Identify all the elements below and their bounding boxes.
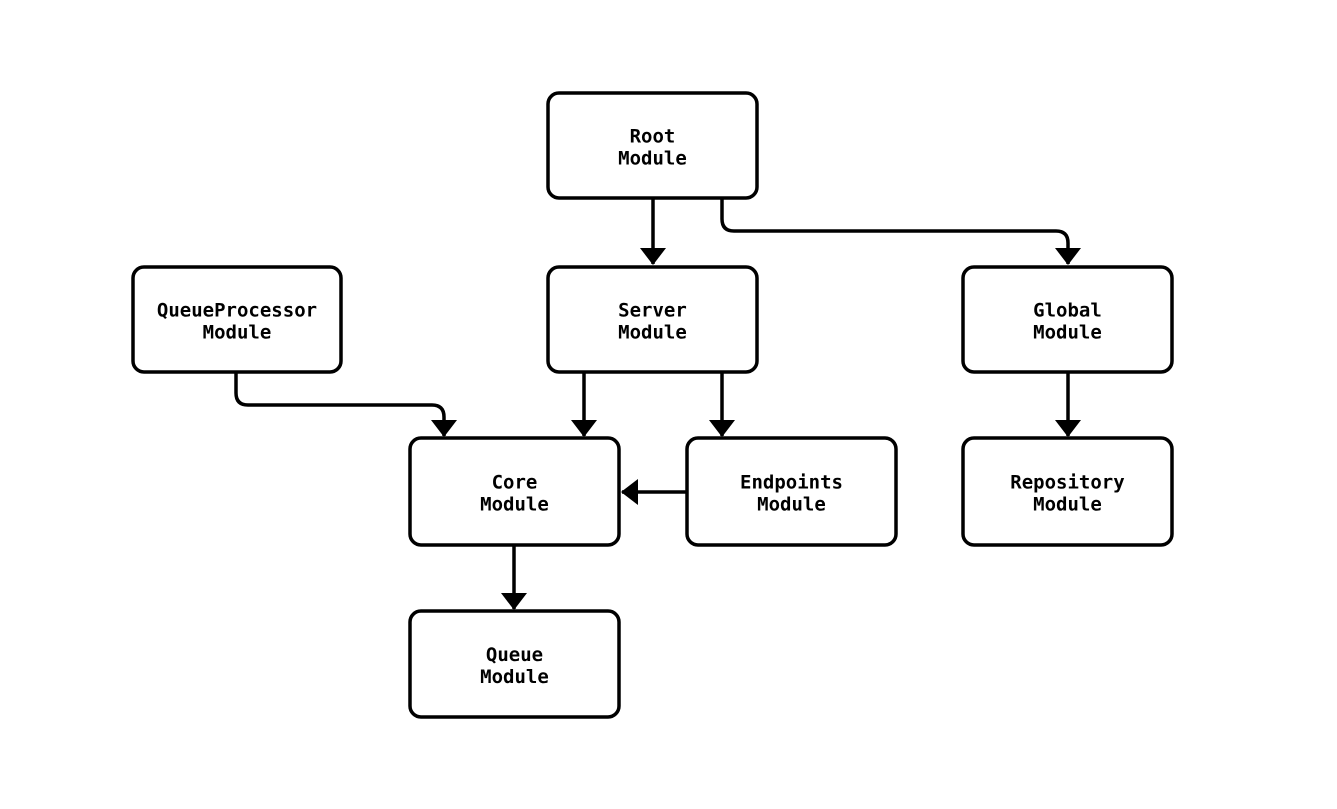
node-box [961,436,1174,547]
node-box [131,265,343,374]
node-label-line: Module [1033,322,1102,344]
edge-root-to-global [720,198,1081,265]
edge-queueprocessor-to-core [234,372,457,437]
node-label-line: Core [492,472,538,494]
node-box [546,91,759,200]
node-label-line: Root [630,126,676,148]
node-box [961,265,1174,374]
node-box [546,265,759,374]
node-label-line: Module [480,666,549,688]
node-label-line: Module [480,494,549,516]
node-label-line: QueueProcessor [157,300,317,322]
node-label-line: Repository [1010,472,1124,494]
node-label-line: Global [1033,300,1102,322]
node-label-line: Server [618,300,687,322]
node-box [685,436,898,547]
edges-layer [234,198,1081,610]
node-label-line: Module [618,322,687,344]
node-box [408,436,621,547]
node-label-line: Module [203,322,272,344]
node-label-line: Module [618,148,687,170]
node-label-line: Module [757,494,826,516]
node-label-line: Module [1033,494,1102,516]
node-box [408,609,621,719]
node-label-line: Endpoints [740,472,843,494]
node-label-line: Queue [486,644,543,666]
